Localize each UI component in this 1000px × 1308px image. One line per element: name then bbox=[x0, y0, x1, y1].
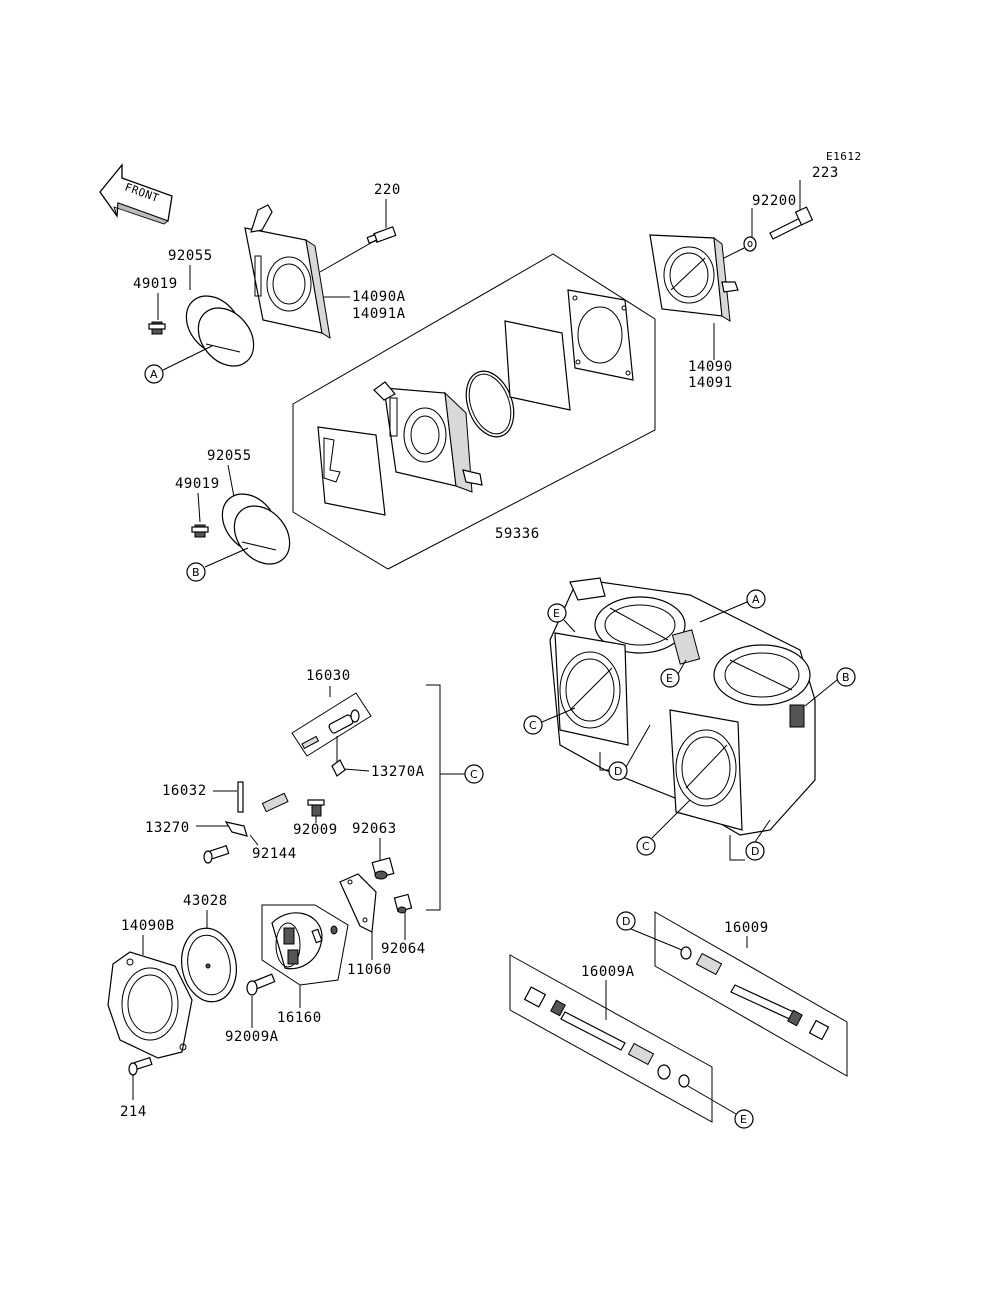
ref-a-top bbox=[144, 364, 164, 384]
spring-small-icon bbox=[261, 792, 289, 813]
plug-92063-icon bbox=[371, 857, 395, 880]
gasket-11060 bbox=[339, 873, 377, 933]
label-16030: 16030 bbox=[306, 668, 351, 684]
ref-e-body-left bbox=[547, 603, 567, 623]
label-92200: 92200 bbox=[752, 193, 797, 209]
label-14091: 14091 bbox=[688, 375, 733, 391]
ref-e-body-center bbox=[660, 668, 680, 688]
kit-59336-frame bbox=[292, 253, 656, 570]
label-49019-bottom: 49019 bbox=[175, 476, 220, 492]
diaphragm bbox=[504, 320, 571, 411]
screw-214-icon bbox=[128, 1056, 153, 1076]
screen-92055-bottom bbox=[221, 493, 291, 565]
label-13270A: 13270A bbox=[371, 764, 425, 780]
label-14090: 14090 bbox=[688, 359, 733, 375]
label-16009: 16009 bbox=[724, 920, 769, 936]
pump-body bbox=[373, 381, 483, 493]
ref-c-body-left bbox=[523, 715, 543, 735]
ref-e-16009A-letter: E bbox=[740, 1113, 747, 1126]
screw-49019-bottom-icon bbox=[191, 524, 209, 538]
screen-92055-top bbox=[185, 295, 255, 367]
plate-14090A bbox=[244, 204, 331, 340]
ref-b-body bbox=[836, 667, 856, 687]
ref-d-body-upper bbox=[608, 761, 628, 781]
label-92009A: 92009A bbox=[225, 1029, 279, 1045]
label-14091A: 14091A bbox=[352, 306, 406, 322]
bolt-223-icon bbox=[769, 206, 814, 240]
label-16009A: 16009A bbox=[581, 964, 635, 980]
ref-c-body-left-letter: C bbox=[529, 719, 537, 732]
label-16160: 16160 bbox=[277, 1010, 322, 1026]
ref-d-16009 bbox=[616, 911, 636, 931]
washer-92200-icon bbox=[743, 236, 757, 252]
ref-e-body-left-letter: E bbox=[553, 607, 560, 620]
ref-b-body-letter: B bbox=[842, 671, 850, 684]
label-92063: 92063 bbox=[352, 821, 397, 837]
ref-d-16009-letter: D bbox=[622, 915, 630, 928]
kit-16030-frame bbox=[291, 692, 372, 757]
bolt-220-icon bbox=[366, 226, 397, 244]
screw-92144-icon bbox=[203, 845, 230, 864]
gasket-small bbox=[317, 426, 386, 516]
gasket-large bbox=[567, 289, 634, 381]
ref-a-top-letter: A bbox=[150, 368, 158, 381]
diaphragm-43028 bbox=[181, 927, 237, 1003]
ref-d-body-lower-letter: D bbox=[751, 845, 759, 858]
label-92064: 92064 bbox=[381, 941, 426, 957]
label-92055-top: 92055 bbox=[168, 248, 213, 264]
screw-16009A bbox=[523, 986, 690, 1088]
ref-c-bracket bbox=[464, 764, 484, 784]
screw-92009A-icon bbox=[246, 973, 276, 996]
kit-16160-frame bbox=[261, 904, 349, 986]
ref-d-body-upper-letter: D bbox=[614, 765, 622, 778]
clip-13270A-icon bbox=[331, 759, 346, 777]
screw-49019-top-icon bbox=[148, 321, 166, 335]
ref-c-bracket-letter: C bbox=[470, 768, 478, 781]
ref-e-16009A bbox=[734, 1109, 754, 1129]
ref-a-body-letter: A bbox=[752, 593, 760, 606]
label-13270: 13270 bbox=[145, 820, 190, 836]
label-223: 223 bbox=[812, 165, 839, 181]
plate-14090B bbox=[107, 951, 193, 1059]
ref-b-bottom bbox=[186, 562, 206, 582]
kit-16009A-frame bbox=[509, 954, 713, 1123]
label-14090A: 14090A bbox=[352, 289, 406, 305]
kit-16009-frame bbox=[654, 911, 848, 1077]
label-59336: 59336 bbox=[495, 526, 540, 542]
label-214: 214 bbox=[120, 1104, 147, 1120]
plate-14090 bbox=[649, 234, 739, 322]
label-11060: 11060 bbox=[347, 962, 392, 978]
ref-b-bottom-letter: B bbox=[192, 566, 200, 579]
front-arrow-icon: FRONT bbox=[99, 163, 173, 225]
valve-16030-icon bbox=[301, 709, 360, 750]
bracket-c bbox=[426, 684, 441, 911]
screw-92009-icon bbox=[307, 799, 325, 817]
label-220: 220 bbox=[374, 182, 401, 198]
label-43028: 43028 bbox=[183, 893, 228, 909]
lever-13270-icon bbox=[224, 821, 248, 837]
plug-92064-icon bbox=[393, 893, 413, 914]
diagram-code: E1612 bbox=[826, 150, 862, 163]
label-92144: 92144 bbox=[252, 846, 297, 862]
throttle-body bbox=[549, 577, 816, 836]
label-92055-bottom: 92055 bbox=[207, 448, 252, 464]
ref-e-body-center-letter: E bbox=[666, 672, 673, 685]
cover-16160 bbox=[271, 912, 338, 970]
screw-16009 bbox=[680, 946, 830, 1041]
pin-16032-icon bbox=[237, 781, 244, 813]
ref-c-body-right bbox=[636, 836, 656, 856]
label-92009: 92009 bbox=[293, 822, 338, 838]
label-49019-top: 49019 bbox=[133, 276, 178, 292]
ref-c-body-right-letter: C bbox=[642, 840, 650, 853]
label-14090B: 14090B bbox=[121, 918, 175, 934]
ref-a-body bbox=[746, 589, 766, 609]
label-16032: 16032 bbox=[162, 783, 207, 799]
